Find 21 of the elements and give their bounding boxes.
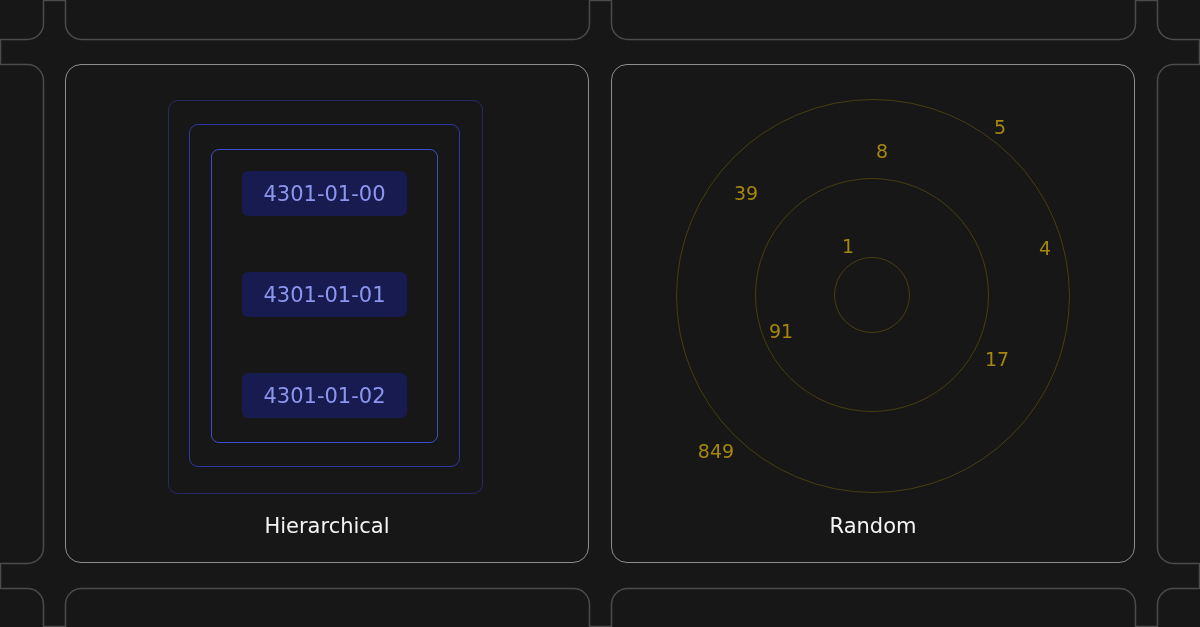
number-label: 8 (875, 141, 889, 161)
number-label: 4 (1038, 238, 1052, 258)
number-label: 39 (733, 183, 759, 203)
id-code: 4301-01-02 (263, 385, 386, 406)
nested-frame (210, 148, 438, 443)
number-label: 91 (768, 321, 794, 341)
id-chip (242, 171, 407, 216)
number-label: 17 (984, 349, 1010, 369)
id-code: 4301-01-00 (263, 183, 386, 204)
id-chip (242, 272, 407, 317)
panel-card (65, 64, 589, 563)
number-label: 5 (993, 117, 1007, 137)
id-chip (242, 373, 407, 418)
number-label: 1 (841, 236, 855, 256)
panel-caption: Random (829, 516, 917, 537)
number-label: 849 (697, 441, 735, 461)
nested-frame (167, 99, 483, 494)
nested-frame (189, 124, 460, 467)
panel-caption: Hierarchical (264, 516, 390, 537)
id-code: 4301-01-01 (263, 284, 386, 305)
panel-card (611, 64, 1135, 563)
